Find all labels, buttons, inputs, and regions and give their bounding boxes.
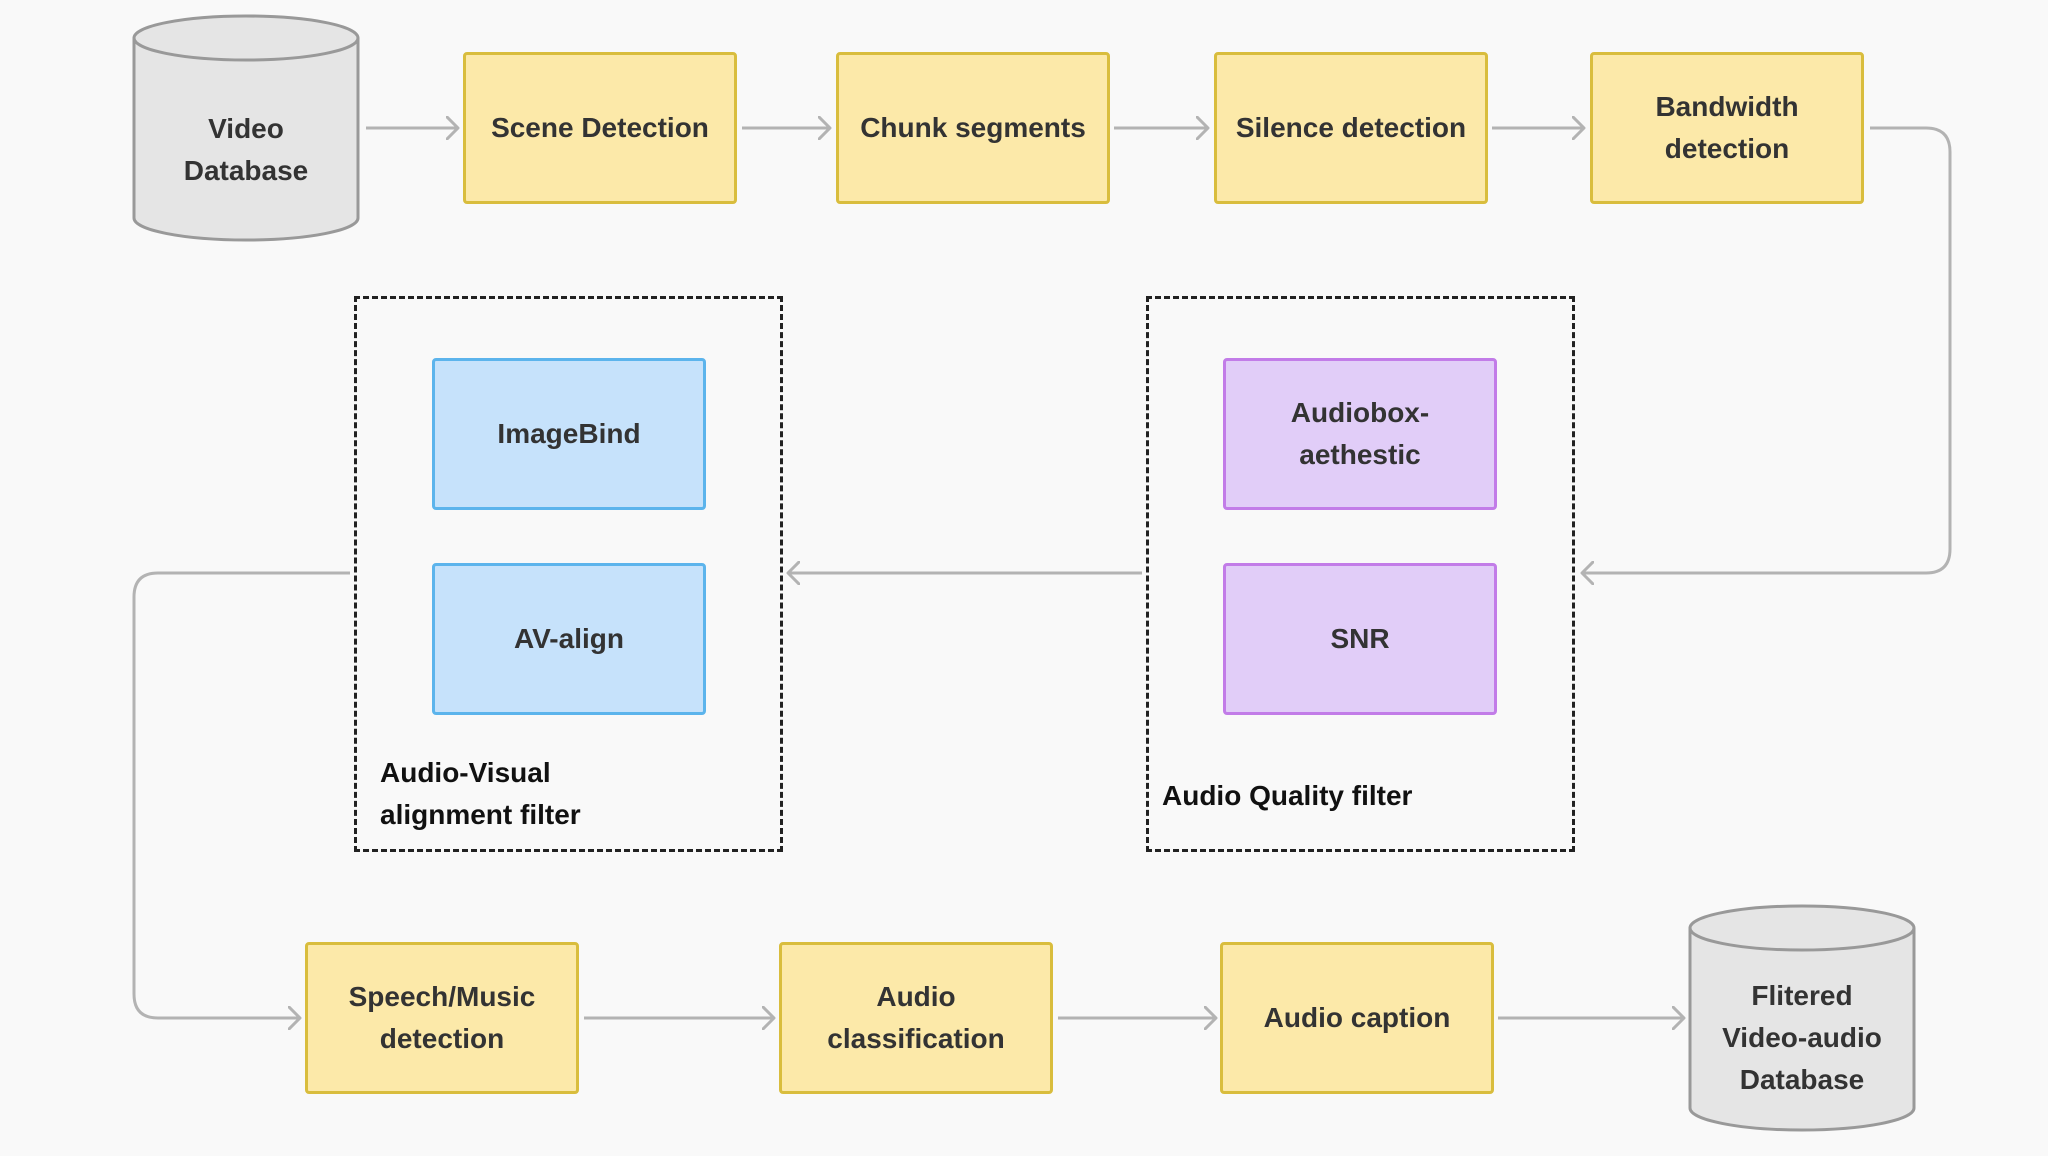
speech-music-detection-node: Speech/Music detection xyxy=(305,942,579,1094)
filtered-database-label: Flitered Video-audio Database xyxy=(1722,980,1882,1095)
audio-quality-filter-label: Audio Quality filter xyxy=(1162,780,1413,811)
video-database-label: Video Database xyxy=(183,113,309,186)
bandwidth-detection-node: Bandwidth detection xyxy=(1590,52,1864,204)
av-align-node: AV-align xyxy=(432,563,706,715)
av-alignment-filter-label: Audio-Visual alignment filter xyxy=(380,757,581,830)
scene-detection-node: Scene Detection xyxy=(463,52,737,204)
audiobox-aesthetic-node: Audiobox- aethestic xyxy=(1223,358,1497,510)
snr-node: SNR xyxy=(1223,563,1497,715)
audio-classification-node: Audio classification xyxy=(779,942,1053,1094)
av-alignment-filter-group xyxy=(354,296,783,852)
video-database-cylinder xyxy=(132,14,360,242)
arrow-av-to-speech xyxy=(132,571,350,1018)
imagebind-node: ImageBind xyxy=(432,358,706,510)
silence-detection-node: Silence detection xyxy=(1214,52,1488,204)
chunk-segments-node: Chunk segments xyxy=(836,52,1110,204)
filtered-database-cylinder xyxy=(1688,904,1916,1132)
audio-quality-filter-group xyxy=(1146,296,1575,852)
audio-caption-node: Audio caption xyxy=(1220,942,1494,1094)
arrow-bandwidth-to-audio-quality xyxy=(1582,126,1952,573)
